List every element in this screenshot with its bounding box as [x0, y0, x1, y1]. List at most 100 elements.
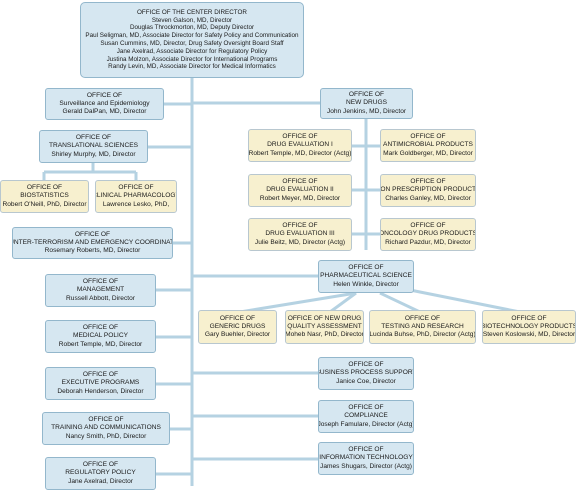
office-drug-eval-2-name: DRUG EVALUATION II [266, 186, 334, 194]
office-business-process-name: BUSINESS PROCESS SUPPORT [318, 369, 414, 377]
center-director-staff-3: Susan Cummins, MD, Director, Drug Safety… [100, 40, 284, 47]
office-new-drug-quality-assessment[interactable]: OFFICE OF NEW DRUG QUALITY ASSESSMENT Mo… [285, 310, 364, 344]
office-counter-terrorism-line1: OFFICE OF [74, 230, 111, 238]
office-medical-policy-director: Robert Temple, MD, Director [58, 340, 143, 348]
office-management-director: Russell Abbott, Director [66, 294, 135, 302]
office-testing-research-name: TESTING AND RESEARCH [381, 322, 464, 330]
office-of-the-center-director[interactable]: OFFICE OF THE CENTER DIRECTOR Steven Gal… [80, 2, 304, 78]
office-antimicrobial-line1: OFFICE OF [410, 133, 446, 141]
office-clinical-pharmacology[interactable]: OFFICE OF CLINICAL PHARMACOLOGY Lawrence… [95, 180, 177, 213]
office-surveillance-line1: OFFICE OF [86, 91, 123, 99]
office-generic-drugs[interactable]: OFFICE OF GENERIC DRUGS Gary Buehler, Di… [198, 310, 277, 344]
office-regulatory-policy-name: REGULATORY POLICY [65, 469, 136, 477]
connector-ps-biotech [409, 288, 521, 314]
office-management-name: MANAGEMENT [76, 286, 125, 294]
office-biostatistics-director: Robert O'Neill, PhD, Director [2, 200, 87, 208]
center-director-staff-0: Steven Galson, MD, Director [151, 16, 233, 24]
office-medical-policy-line1: OFFICE OF [82, 324, 119, 332]
office-translational-director: Shirley Murphy, MD, Director [51, 150, 136, 158]
office-translational-sciences[interactable]: OFFICE OF TRANSLATIONAL SCIENCES Shirley… [39, 130, 148, 163]
office-biostatistics-name: BIOSTATISTICS [20, 192, 69, 200]
office-counter-terrorism-director: Rosemary Roberts, MD, Director [44, 247, 141, 255]
office-drug-evaluation-3[interactable]: OFFICE OF DRUG EVALUATION III Julie Beit… [248, 218, 352, 251]
office-business-process-line1: OFFICE OF [348, 361, 384, 369]
office-medical-policy-name: MEDICAL POLICY [72, 332, 129, 340]
office-counter-terrorism-name: COUNTER-TERRORISM AND EMERGENCY COORDINA… [13, 238, 173, 246]
office-new-drugs-name: NEW DRUGS [345, 99, 388, 107]
office-training-communications[interactable]: OFFICE OF TRAINING AND COMMUNICATIONS Na… [42, 412, 170, 445]
office-medical-policy[interactable]: OFFICE OF MEDICAL POLICY Robert Temple, … [45, 320, 156, 353]
office-management[interactable]: OFFICE OF MANAGEMENT Russell Abbott, Dir… [45, 274, 156, 307]
office-oncology-line1: OFFICE OF [410, 222, 446, 230]
office-business-process-support[interactable]: OFFICE OF BUSINESS PROCESS SUPPORT Janic… [318, 357, 414, 390]
office-nonprescription-director: Charles Ganley, MD, Director [385, 194, 471, 202]
office-executive-programs[interactable]: OFFICE OF EXECUTIVE PROGRAMS Deborah Hen… [45, 367, 156, 400]
office-compliance-director: Joseph Famulare, Director (Actg) [318, 420, 414, 428]
office-compliance[interactable]: OFFICE OF COMPLIANCE Joseph Famulare, Di… [318, 400, 414, 433]
office-drug-eval-1-director: Robert Temple, MD, Director (Actg) [248, 149, 352, 157]
connector-ps-quality [329, 291, 357, 314]
office-biostatistics[interactable]: OFFICE OF BIOSTATISTICS Robert O'Neill, … [0, 180, 89, 213]
office-regulatory-policy[interactable]: OFFICE OF REGULATORY POLICY Jane Axelrad… [45, 457, 156, 490]
office-nonprescription-name: NON PRESCRIPTION PRODUCTS [380, 186, 476, 194]
office-surveillance-epidemiology[interactable]: OFFICE OF Surveillance and Epidemiology … [45, 88, 164, 120]
office-pharmaceutical-science[interactable]: OFFICE OF PHARMACEUTICAL SCIENCE Helen W… [318, 260, 414, 293]
connector-ps-generic [239, 291, 357, 314]
office-pharmaceutical-science-name: PHARMACEUTICAL SCIENCE [320, 272, 412, 280]
office-new-drug-quality-director: Moheb Nasr, PhD, Director [285, 331, 364, 339]
office-regulatory-policy-line1: OFFICE OF [82, 461, 119, 469]
office-new-drugs-line1: OFFICE OF [348, 91, 385, 99]
office-biotechnology-name: BIOTECHNOLOGY PRODUCTS [482, 322, 576, 330]
office-oncology-drug-products[interactable]: OFFICE OF ONCOLOGY DRUG PRODUCTS Richard… [380, 218, 476, 251]
office-new-drug-quality-line1: OFFICE OF NEW DRUG [287, 314, 362, 322]
office-surveillance-name: Surveillance and Epidemiology [59, 99, 150, 107]
office-antimicrobial-products[interactable]: OFFICE OF ANTIMICROBIAL PRODUCTS Mark Go… [380, 129, 476, 162]
office-clinical-pharmacology-director: Lawrence Lesko, PhD, [102, 200, 170, 208]
office-drug-evaluation-1[interactable]: OFFICE OF DRUG EVALUATION I Robert Templ… [248, 129, 352, 162]
office-generic-drugs-line1: OFFICE OF [219, 314, 256, 322]
office-surveillance-director: Gerald DalPan, MD, Director [62, 108, 147, 116]
office-training-line1: OFFICE OF [88, 416, 124, 424]
office-compliance-name: COMPLIANCE [344, 412, 388, 420]
office-nonprescription-products[interactable]: OFFICE OF NON PRESCRIPTION PRODUCTS Char… [380, 174, 476, 207]
office-biotechnology-line1: OFFICE OF [511, 314, 547, 322]
office-testing-research-director: Lucinda Buhse, PhD, Director (Actg) [369, 331, 476, 339]
office-oncology-director: Richard Pazdur, MD, Director [385, 238, 471, 246]
center-director-staff-2: Paul Seligman, MD, Associate Director fo… [85, 32, 299, 40]
center-director-title: OFFICE OF THE CENTER DIRECTOR [137, 8, 247, 16]
office-new-drugs-director: John Jenkins, MD, Director [326, 107, 407, 115]
connector-ps-testing [379, 291, 421, 314]
office-pharmaceutical-science-line1: OFFICE OF [348, 264, 384, 272]
office-training-director: Nancy Smith, PhD, Director [65, 432, 147, 440]
center-director-staff-1: Douglas Throckmorton, MD, Deputy Directo… [129, 24, 255, 32]
office-antimicrobial-director: Mark Goldberger, MD, Director [383, 149, 473, 157]
office-oncology-name: ONCOLOGY DRUG PRODUCTS [380, 230, 476, 238]
office-information-technology[interactable]: OFFICE OF INFORMATION TECHNOLOGY James S… [318, 442, 414, 475]
office-nonprescription-line1: OFFICE OF [410, 178, 446, 186]
office-business-process-director: Janice Coe, Director [336, 377, 396, 385]
office-drug-evaluation-2[interactable]: OFFICE OF DRUG EVALUATION II Robert Meye… [248, 174, 352, 207]
office-information-technology-name: INFORMATION TECHNOLOGY [319, 454, 413, 462]
office-generic-drugs-director: Gary Buehler, Director [204, 331, 271, 339]
office-drug-eval-1-name: DRUG EVALUATION I [267, 141, 333, 149]
office-drug-eval-3-line1: OFFICE OF [282, 222, 318, 230]
office-new-drug-quality-name: QUALITY ASSESSMENT [287, 322, 362, 330]
office-translational-line1: OFFICE OF [75, 134, 112, 142]
office-training-name: TRAINING AND COMMUNICATIONS [51, 424, 161, 432]
office-counter-terrorism[interactable]: OFFICE OF COUNTER-TERRORISM AND EMERGENC… [12, 227, 173, 259]
office-executive-programs-name: EXECUTIVE PROGRAMS [61, 379, 140, 387]
office-management-line1: OFFICE OF [82, 278, 119, 286]
center-director-staff-4: Jane Axelrad, Associate Director for Reg… [116, 47, 268, 55]
office-executive-programs-line1: OFFICE OF [82, 371, 119, 379]
office-executive-programs-director: Deborah Henderson, Director [57, 387, 144, 395]
office-biostatistics-line1: OFFICE OF [26, 184, 63, 192]
office-new-drugs[interactable]: OFFICE OF NEW DRUGS John Jenkins, MD, Di… [320, 88, 413, 119]
office-biotechnology-products[interactable]: OFFICE OF BIOTECHNOLOGY PRODUCTS Steven … [482, 310, 576, 344]
office-regulatory-policy-director: Jane Axelrad, Director [68, 477, 133, 485]
office-information-technology-line1: OFFICE OF [348, 446, 384, 454]
office-testing-research[interactable]: OFFICE OF TESTING AND RESEARCH Lucinda B… [369, 310, 476, 344]
office-biotechnology-director: Steven Koslowski, MD, Director [482, 331, 576, 339]
office-clinical-pharmacology-name: CLINICAL PHARMACOLOGY [95, 192, 177, 200]
office-generic-drugs-name: GENERIC DRUGS [209, 322, 266, 330]
